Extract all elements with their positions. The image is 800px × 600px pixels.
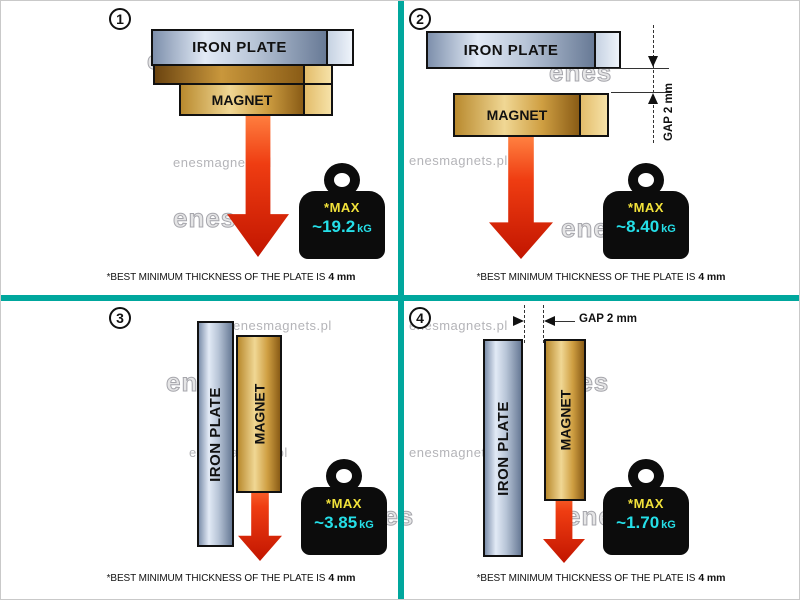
watermark-site: enesmagnets.pl	[409, 318, 508, 333]
weight-2-number: ~8.40	[616, 217, 660, 236]
magnet-2-side-face	[579, 93, 609, 137]
gap-arrow-right-4	[513, 316, 524, 326]
weight-4-max-label: *MAX	[628, 496, 664, 511]
weight-4-unit: kG	[661, 519, 676, 531]
panel-2-number: 2	[409, 8, 431, 30]
caption-3-text: *BEST MINIMUM THICKNESS OF THE PLATE IS	[106, 573, 326, 584]
iron-plate-2-label: IRON PLATE	[463, 41, 559, 59]
gap-tick-magnet-2	[611, 92, 671, 93]
horizontal-divider	[1, 295, 799, 301]
magnet-1-label: MAGNET	[211, 91, 273, 108]
watermark-brand-logo: enes	[172, 203, 237, 234]
gap-pointer-line-4	[555, 321, 575, 322]
iron-plate-1: IRON PLATE	[151, 29, 328, 66]
watermark-site: enesmagnets.pl	[409, 445, 508, 460]
caption-1-bold: 4 mm	[328, 271, 356, 283]
iron-plate-1-label: IRON PLATE	[192, 39, 287, 56]
magnet-4-label: MAGNET	[557, 389, 574, 451]
weight-3-unit: kG	[359, 519, 374, 531]
gap-label-2: GAP 2 mm	[663, 83, 675, 141]
iron-plate-3-label: IRON PLATE	[207, 386, 225, 482]
gap-leader-magnet-4	[543, 305, 544, 343]
iron-plate-2-side-face	[594, 31, 621, 69]
gap-arrow-down-2	[648, 56, 658, 67]
iron-plate-3: IRON PLATE	[197, 321, 234, 547]
magnet-1-side-face	[303, 83, 333, 116]
weight-1-max-label: *MAX	[324, 200, 360, 215]
magnet-1: MAGNET	[179, 83, 305, 116]
iron-plate-4-label: IRON PLATE	[494, 400, 512, 496]
panel-3-number: 3	[109, 307, 131, 329]
watermark-site: enesmagnets.pl	[409, 153, 508, 168]
watermark-site: enesmagnets.pl	[233, 318, 332, 333]
gap-leader-plate-4	[524, 305, 525, 343]
magnet-3: MAGNET	[236, 335, 282, 493]
iron-plate-2: IRON PLATE	[426, 31, 596, 69]
caption-3-bold: 4 mm	[328, 572, 356, 584]
weight-2-max-label: *MAX	[628, 200, 664, 215]
panel-1-number: 1	[109, 8, 131, 30]
caption-2-bold: 4 mm	[698, 271, 726, 283]
weight-3-max-label: *MAX	[326, 496, 362, 511]
weight-2-unit: kG	[661, 223, 676, 235]
weight-1-number: ~19.2	[312, 217, 356, 236]
magnet-2-label: MAGNET	[486, 107, 548, 123]
iron-plate-1-side-face	[326, 29, 354, 66]
magnet-3-label: MAGNET	[251, 383, 268, 445]
pull-force-arrow-1	[227, 114, 289, 257]
magnet-1-top-face	[153, 64, 305, 85]
gap-dimension-line-2	[653, 25, 654, 143]
weight-4-number: ~1.70	[616, 513, 660, 532]
iron-plate-4: IRON PLATE	[483, 339, 523, 557]
gap-tick-plate-2	[599, 68, 669, 69]
magnet-1-top-side-face	[303, 64, 333, 85]
weight-3-number: ~3.85	[314, 513, 358, 532]
gap-label-4: GAP 2 mm	[579, 313, 637, 325]
weight-1-unit: kG	[357, 223, 372, 235]
gap-arrow-left-4	[544, 316, 555, 326]
caption-2-text: *BEST MINIMUM THICKNESS OF THE PLATE IS	[476, 272, 696, 283]
caption-1-text: *BEST MINIMUM THICKNESS OF THE PLATE IS	[106, 272, 326, 283]
caption-4-bold: 4 mm	[698, 572, 726, 584]
magnet-4: MAGNET	[544, 339, 586, 501]
caption-4-text: *BEST MINIMUM THICKNESS OF THE PLATE IS	[476, 573, 696, 584]
magnet-2: MAGNET	[453, 93, 581, 137]
panel-4-number: 4	[409, 307, 431, 329]
gap-arrow-up-2	[648, 93, 658, 104]
